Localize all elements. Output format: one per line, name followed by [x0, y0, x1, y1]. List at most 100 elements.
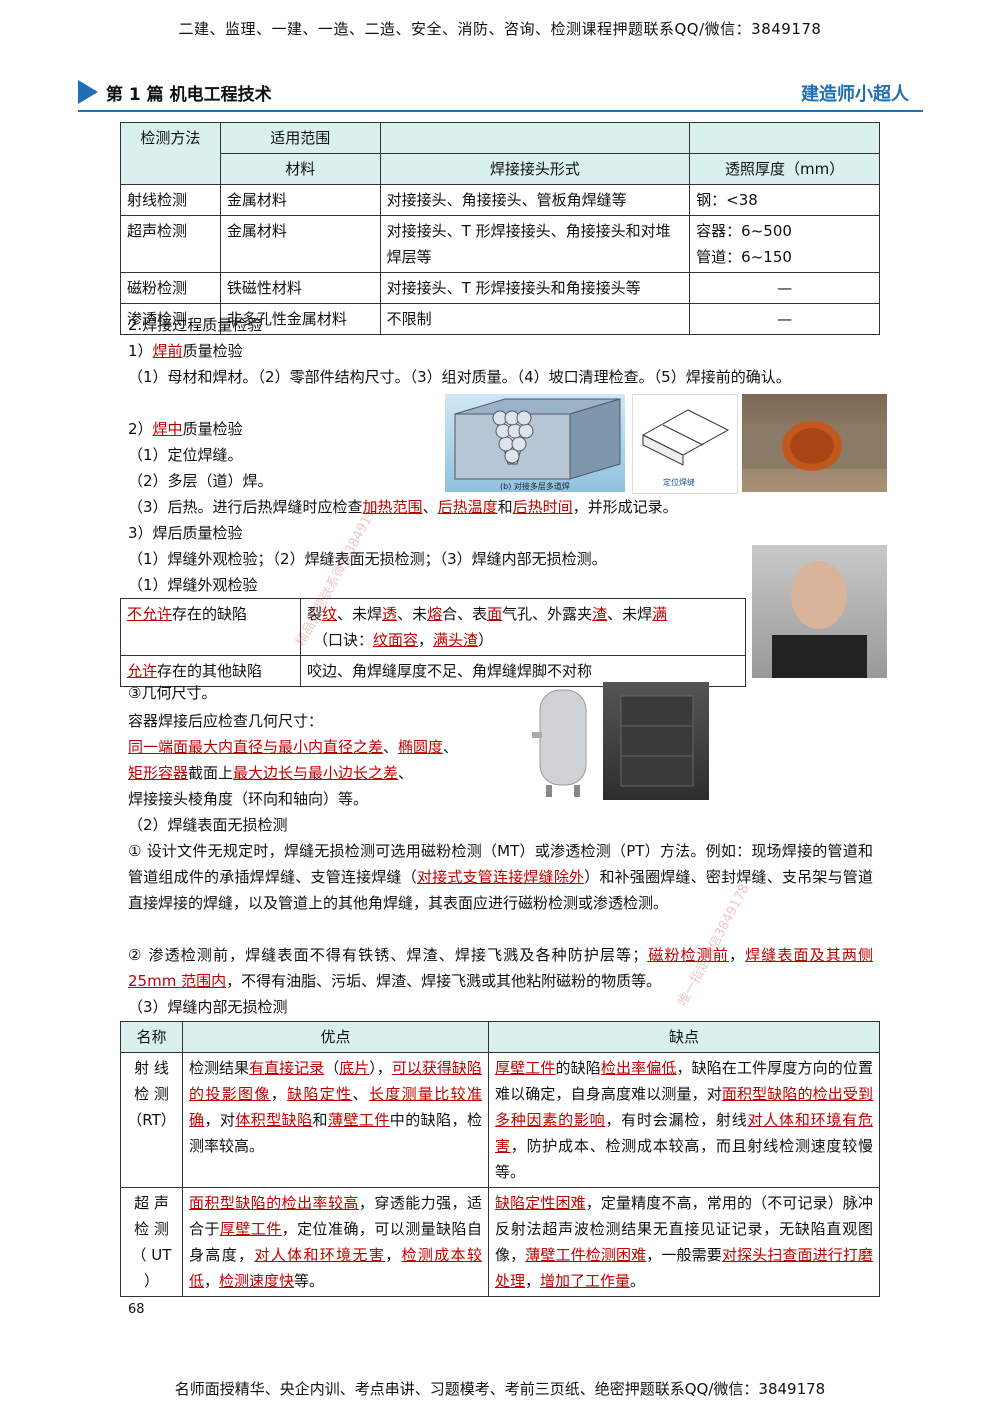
defect-table: 不允许存在的缺陷 裂纹、未焊透、未熔合、表面气孔、外露夹渣、未焊满（口诀：纹面容…	[120, 598, 746, 687]
defect-allowed-content: 咬边、角焊缝厚度不足、角焊缝焊脚不对称	[300, 655, 746, 687]
th-empty-2	[689, 122, 880, 154]
geometry-line-2: 矩形容器截面上最大边长与最小边长之差、	[128, 760, 413, 786]
highlighted-text: 检测速度快	[219, 1272, 295, 1290]
thickness-pipe: 管道：6~150	[696, 248, 792, 266]
ut-name: 超 声 检 测 （ UT ）	[120, 1187, 183, 1297]
geometry-line-3: 焊接接头棱角度（环向和轴向）等。	[128, 790, 369, 808]
internal-ndt-table: 名称 优点 缺点 射 线 检 测 （RT） 检测结果有直接记录（底片），可以获得…	[120, 1021, 880, 1297]
pre-weld-items: （1）母材和焊材。（2）零部件结构尺寸。（3）组对质量。（4）坡口清理检查。（5…	[128, 368, 791, 386]
text-run: 、	[352, 1085, 369, 1103]
post-weld-heading: 3）焊后质量检验	[128, 524, 243, 542]
highlighted-text: 长度测量比较准确	[189, 1085, 482, 1129]
highlighted-text: 检出率偏低	[600, 1059, 677, 1077]
th-empty-1	[379, 122, 691, 154]
highlighted-text: 薄壁工件检测困难	[525, 1246, 647, 1264]
surface-ndt-heading: （2）焊缝表面无损检测	[128, 816, 288, 834]
highlighted-text: 体积型缺陷	[235, 1111, 313, 1129]
highlighted-text: 面积型缺陷的检出受到多种因素的影响	[495, 1085, 873, 1129]
section-arrow-icon	[78, 80, 98, 104]
text-run: ，	[385, 1246, 402, 1264]
th-method: 检测方法	[120, 122, 221, 185]
highlighted-text: 对人体和环境无害	[254, 1246, 386, 1264]
highlighted-text: 同一端面最大内直径与最小内直径之差	[128, 738, 384, 756]
cell-joint: 对接接头、T 形焊接接头和角接接头等	[379, 272, 691, 304]
cell-method: 超声检测	[120, 215, 221, 273]
text-run: ，不得有油脂、污垢、焊渣、焊接飞溅或其他粘附磁粉的物质等。	[226, 972, 662, 990]
cell-thickness: —	[689, 272, 880, 304]
ut-pros: 面积型缺陷的检出率较高，穿透能力强，适合于厚壁工件，定位准确，可以测量缺陷自身高…	[182, 1187, 489, 1297]
text-run: 截面上	[188, 764, 234, 782]
visual-inspection-heading: （1）焊缝外观检验	[128, 576, 258, 594]
highlighted-text: 薄壁工件	[328, 1111, 390, 1129]
table-row: 渗透检测 非多孔性金属材料 不限制 —	[120, 303, 880, 335]
part-title: 第 1 篇 机电工程技术	[106, 85, 272, 105]
text-run: ，一般需要	[646, 1246, 722, 1264]
cell-material: 非多孔性金属材料	[219, 303, 381, 335]
text-run: ① 设计文件无规定时，焊缝无损检测可选用磁粉检测（MT）或渗透检测（PT）方法。…	[128, 842, 873, 886]
rt-pros: 检测结果有直接记录（底片），可以获得缺陷的投影图像，缺陷定性、长度测量比较准确，…	[182, 1052, 489, 1188]
highlighted-text: 底片	[339, 1059, 370, 1077]
rect-container-photo	[603, 682, 709, 800]
in-weld-heading: 2）焊中质量检验	[128, 420, 243, 438]
disallowed-list: 裂纹、未焊透、未熔合、表面气孔、外露夹渣、未焊满	[307, 601, 739, 627]
internal-ndt-heading: （3）焊缝内部无损检测	[128, 998, 288, 1016]
highlighted-text: 渣	[592, 605, 608, 623]
table-row: 允许存在的其他缺陷 咬边、角焊缝厚度不足、角焊缝焊脚不对称	[120, 655, 746, 687]
vessel-photo	[528, 682, 598, 800]
highlighted-text: 满头渣	[433, 631, 479, 649]
geometry-intro: 容器焊接后应检查几何尺寸：	[128, 712, 324, 730]
cell-joint: 对接接头、角接接头、管板角焊缝等	[379, 184, 691, 216]
highlighted-text: 矩形容器	[128, 764, 189, 782]
in-weld-item-3: （3）后热。进行后热焊缝时应检查加热范围、后热温度和后热时间，并形成记录。	[128, 498, 678, 516]
text-run: 的缺陷	[555, 1059, 601, 1077]
text-run: ，	[728, 946, 746, 964]
highlighted-text: 熔	[427, 605, 443, 623]
highlighted-text: 检测成本较低	[189, 1246, 482, 1290]
th-thickness: 透照厚度（mm）	[689, 153, 880, 185]
table-row: 磁粉检测 铁磁性材料 对接接头、T 形焊接接头和角接接头等 —	[120, 272, 880, 304]
highlighted-text: 纹面容	[373, 631, 419, 649]
text-run: ，定位准确，可以测量缺陷自身高度，	[189, 1220, 482, 1264]
ut-cons: 缺陷定性困难，定量精度不高，常用的（不可记录）脉冲反射法超声波检测结果无直接见证…	[488, 1187, 880, 1297]
text-run: ，防护成本、检测成本较高，而且射线检测速度较慢等。	[495, 1137, 873, 1181]
table-row: 射线检测 金属材料 对接接头、角接接头、管板角焊缝等 钢：<38	[120, 184, 880, 216]
text-run: 、未	[397, 605, 428, 623]
th-scope: 适用范围	[219, 122, 381, 154]
weld-diagram-image: (b) 对接多层多道焊	[445, 394, 625, 492]
caption-tack-weld: 定位焊缝	[663, 477, 695, 487]
text-run: ，缺陷在工件厚度方向的位置难以确定，自身高度难以测量，对	[495, 1059, 873, 1103]
highlighted-text: 缺陷定性困难	[495, 1194, 586, 1212]
cell-method: 磁粉检测	[120, 272, 221, 304]
cell-material: 金属材料	[219, 215, 381, 273]
cell-joint: 对接接头、T 形焊接接头、角接接头和对堆焊层等	[379, 215, 691, 273]
surface-ndt-para-1: ① 设计文件无规定时，焊缝无损检测可选用磁粉检测（MT）或渗透检测（PT）方法。…	[128, 838, 873, 916]
text-run: ）	[478, 631, 494, 649]
highlighted-text: 对探头扫查面进行打磨处理	[495, 1246, 873, 1290]
text-run: 气孔、外露夹	[502, 605, 593, 623]
page-header: 第 1 篇 机电工程技术 建造师小超人	[78, 76, 923, 112]
th-joint: 焊接接头形式	[379, 153, 691, 185]
cell-material: 金属材料	[219, 184, 381, 216]
highlighted-text: 纹	[322, 605, 338, 623]
table-row: 超声检测 金属材料 对接接头、T 形焊接接头、角接接头和对堆焊层等 容器：6~5…	[120, 215, 880, 273]
th-material: 材料	[219, 153, 381, 185]
highlighted-text: 有直接记录	[249, 1059, 325, 1077]
pipe-heating-photo	[742, 394, 887, 492]
highlighted-text: 对人体和环境有危害	[495, 1111, 873, 1155]
text-run: 、	[398, 764, 414, 782]
highlighted-text: 磁粉检测前	[647, 946, 729, 964]
table-row: 超 声 检 测 （ UT ） 面积型缺陷的检出率较高，穿透能力强，适合于厚壁工件…	[120, 1187, 880, 1297]
text-run: ），	[369, 1059, 392, 1077]
caption-multilayer: (b) 对接多层多道焊	[500, 481, 570, 491]
page-number: 68	[128, 1302, 145, 1317]
text-run: ，	[204, 1272, 220, 1290]
th-name: 名称	[120, 1021, 183, 1053]
text-run: ，对	[204, 1111, 236, 1129]
highlighted-text: 厚壁工件	[219, 1220, 282, 1238]
text-run: 检测结果	[189, 1059, 250, 1077]
highlighted-text: 面	[487, 605, 503, 623]
bottom-banner: 名师面授精华、央企内训、考点串讲、习题模考、考前三页纸、绝密押题联系QQ/微信：…	[174, 1380, 826, 1398]
text-run: （	[324, 1059, 340, 1077]
cell-thickness: 钢：<38	[689, 184, 880, 216]
text-run: ）和补强圈焊缝、密封焊缝、支吊架与管道直接焊接的焊缝，以及管道上的其他角焊缝，其…	[128, 868, 873, 912]
